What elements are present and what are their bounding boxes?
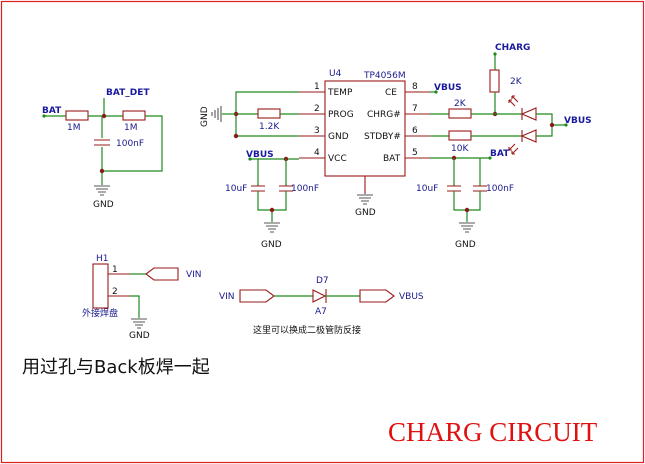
bat-output-network: BAT 10uF 100nF GND: [416, 149, 514, 250]
port-vin-diode: [239, 289, 275, 303]
gnd-symbol-ic: [357, 194, 373, 205]
gnd-label-vcc: GND: [261, 240, 282, 250]
pin-bat-name: BAT: [383, 154, 401, 164]
header-caption: 外接焊盘: [82, 307, 118, 319]
resistor-r2: [122, 110, 146, 121]
pin-6-number: 6: [412, 126, 418, 136]
bat-divider-section: BAT 1M 1M BAT_DET 100nF GND: [42, 88, 163, 210]
diode-in-net: VIN: [219, 292, 235, 302]
header-pin1: 1: [112, 265, 118, 275]
resistor-chrg: [448, 108, 472, 119]
gnd-label-bat-out: GND: [455, 240, 476, 250]
pin-temp-name: TEMP: [327, 88, 353, 98]
pin-4-number: 4: [314, 148, 320, 158]
net-label-ce-vbus: VBUS: [434, 83, 462, 93]
pin-3-number: 3: [314, 126, 320, 136]
resistor-prog: [257, 108, 281, 119]
gnd-symbol-vcc: [264, 222, 280, 233]
net-label-header-vin: VIN: [186, 270, 202, 280]
pin-gnd-name: GND: [328, 132, 349, 142]
prog-network: 1.2K GND: [200, 91, 299, 139]
r2-value: 1M: [124, 123, 138, 133]
gnd-symbol-bat-out: [459, 222, 475, 233]
ic-u4: U4 TP4056M 1 TEMP 2 PROG 3 GND 4 VCC 8 C…: [299, 69, 430, 218]
diode-d7: VIN D7 A7 VBUS 这里可以换成二极管防反接: [219, 276, 424, 336]
pin-stdby-name: STDBY#: [364, 132, 401, 142]
sheet-title: CHARG CIRCUIT: [388, 417, 598, 447]
led-standby: [520, 129, 537, 143]
ic-ref: U4: [329, 69, 342, 79]
header-body: [92, 263, 109, 309]
ic-part-name: TP4056M: [363, 71, 406, 81]
diode-out-net: VBUS: [399, 292, 424, 302]
led-network: CHARG 2K 2K 10K VBUS: [430, 43, 592, 155]
header-ref: H1: [96, 254, 109, 264]
pin-vcc-name: VCC: [328, 154, 347, 164]
net-label-bat-det: BAT_DET: [106, 88, 150, 98]
resistor-charg-pullup: [489, 69, 500, 93]
gnd-symbol-header: [131, 318, 147, 329]
led-charge: [520, 107, 537, 121]
vcc-cap1-value: 10uF: [225, 184, 247, 194]
gnd-label-ic: GND: [355, 208, 376, 218]
pin-8-number: 8: [412, 82, 418, 92]
pin-chrg-name: CHRG#: [367, 110, 401, 120]
net-label-vcc-vbus: VBUS: [246, 150, 274, 160]
capacitor-bat-det: [94, 139, 110, 146]
capacitor-bat-100nf: [473, 185, 487, 192]
pin-7-number: 7: [412, 104, 418, 114]
net-label-bat-out: BAT: [490, 149, 510, 159]
vcc-network: VBUS 10uF 100nF GND: [225, 150, 319, 250]
r1-value: 1M: [67, 123, 81, 133]
gnd-symbol-prog: [211, 106, 222, 122]
diode-ref: D7: [316, 276, 329, 286]
pin-1-number: 1: [314, 82, 320, 92]
diode-part: A7: [315, 307, 327, 317]
port-vin-header: [145, 267, 179, 281]
gnd-label-prog: GND: [200, 106, 210, 127]
net-label-led-vbus: VBUS: [564, 116, 592, 126]
gnd-symbol-bat: [94, 185, 110, 196]
capacitor-vcc-10uf: [251, 185, 265, 192]
gnd-label-bat: GND: [93, 200, 114, 210]
bat-cap2-value: 100nF: [486, 184, 514, 194]
bat-cap1-value: 10uF: [416, 184, 438, 194]
pin-5-number: 5: [412, 148, 418, 158]
capacitor-bat-10uf: [447, 185, 461, 192]
gnd-label-header: GND: [129, 331, 150, 341]
resistor-stdby: [448, 130, 472, 141]
diode-note: 这里可以换成二极管防反接: [253, 324, 361, 336]
resistor-r1: [65, 110, 89, 121]
r-chrg-value: 2K: [454, 99, 467, 109]
prog-r-value: 1.2K: [259, 122, 280, 132]
header-h1: H1 1 2 外接焊盘 VIN GND: [82, 254, 202, 341]
vcc-cap2-value: 100nF: [291, 184, 319, 194]
bottom-note: 用过孔与Back板焊一起: [22, 357, 210, 378]
pin-ce-name: CE: [385, 88, 397, 98]
net-label-bat: BAT: [42, 106, 62, 116]
r-top-value: 2K: [510, 77, 523, 87]
diode-symbol: [312, 289, 327, 303]
r-stdby-value: 10K: [451, 144, 469, 154]
port-vbus-diode: [359, 289, 395, 303]
pin-2-number: 2: [314, 104, 320, 114]
pin-prog-name: PROG: [328, 110, 354, 120]
header-pin2: 2: [112, 287, 118, 297]
cap-bat-det-value: 100nF: [116, 139, 144, 149]
net-label-charg: CHARG: [495, 43, 530, 53]
